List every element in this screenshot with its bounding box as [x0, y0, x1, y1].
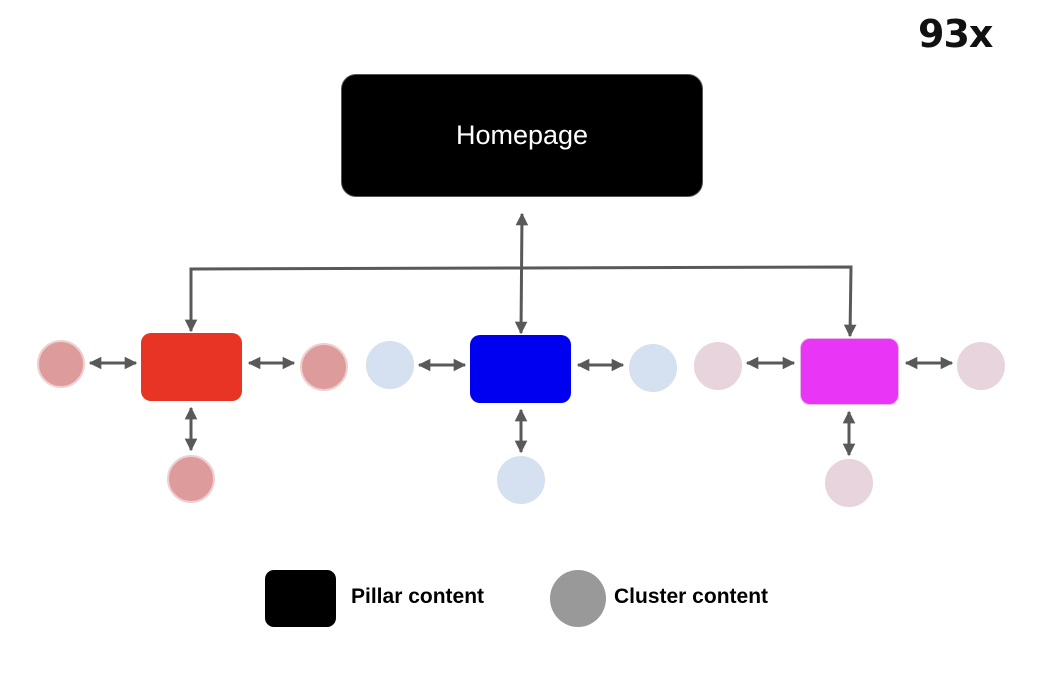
cluster-node-magenta-bottom: [825, 459, 873, 507]
legend-cluster-label: Cluster content: [614, 585, 769, 608]
cluster-node-red-right: [300, 343, 348, 391]
cluster-node-magenta-left: [694, 342, 742, 390]
legend-cluster-swatch: [550, 570, 606, 627]
connector-homepage-blue: [514, 212, 529, 335]
connector-branch-magenta: [521, 265, 857, 338]
cluster-node-magenta-right: [957, 342, 1005, 390]
cluster-node-red-bottom: [167, 455, 215, 503]
cluster-node-blue-right: [629, 344, 677, 392]
connector-branch-red: [184, 266, 523, 333]
legend-pillar-swatch: [265, 570, 336, 627]
watermark-logo: 93x: [918, 12, 993, 56]
pillar-node-red: [141, 333, 242, 401]
pillar-node-magenta: [800, 338, 899, 405]
cluster-node-red-left: [37, 340, 85, 388]
pillar-node-blue: [470, 335, 571, 403]
legend-pillar-label: Pillar content: [351, 585, 485, 608]
homepage-label: Homepage: [455, 120, 589, 150]
cluster-node-blue-bottom: [497, 456, 545, 504]
homepage-node: Homepage: [341, 74, 703, 197]
cluster-node-blue-left: [366, 341, 414, 389]
